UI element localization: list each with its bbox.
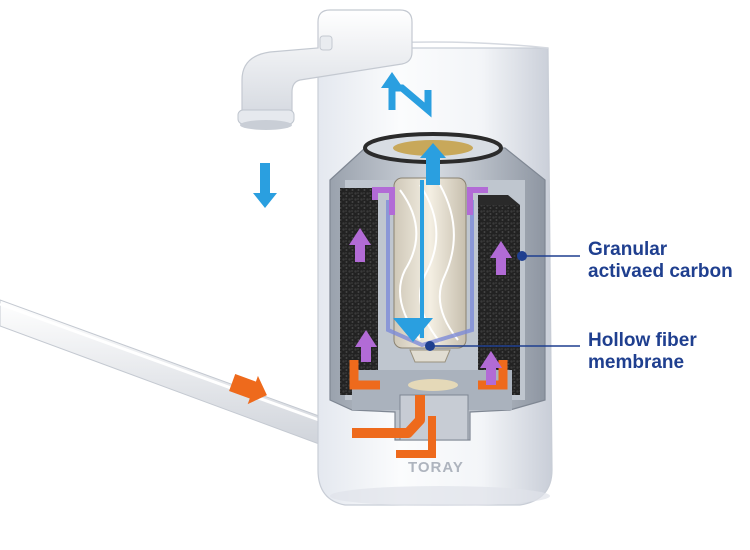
granular-carbon-label-line2: activaed carbon [588, 261, 733, 282]
callout-line-membrane [425, 341, 580, 351]
inlet-hose [0, 299, 331, 449]
flow-arrow-down-icon [253, 163, 277, 208]
inlet-arrow-icon [229, 374, 267, 405]
flow-arrow-up-icon [381, 72, 446, 342]
hollow-fiber-membrane [386, 177, 474, 363]
carbon-flow-arrows [349, 187, 512, 385]
bottom-chamber [352, 370, 512, 441]
granular-carbon-left [340, 188, 378, 395]
callout-line-carbon [517, 251, 580, 261]
granular-carbon-right [478, 195, 520, 395]
hollow-fiber-label: Hollow fiber membrane [588, 330, 697, 374]
faucet-spout [237, 9, 413, 130]
hollow-fiber-label-line2: membrane [588, 352, 685, 373]
granular-carbon-label-line1: Granular [588, 239, 668, 260]
granular-carbon-label: Granular activaed carbon [588, 239, 733, 283]
hollow-fiber-label-line1: Hollow fiber [588, 330, 697, 351]
brand-logo: TORAY [408, 459, 464, 476]
